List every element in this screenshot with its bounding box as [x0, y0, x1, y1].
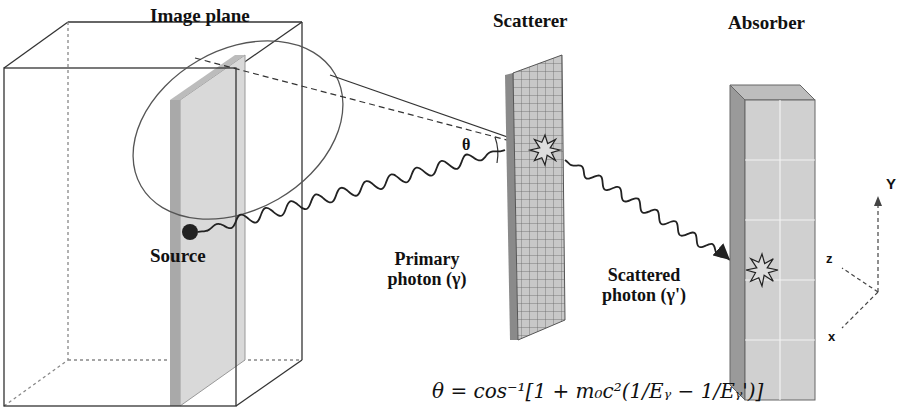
node-outline: [505, 55, 565, 340]
axis-label: x: [828, 330, 835, 344]
absorber-top: [730, 85, 815, 100]
absorber-front: [745, 100, 815, 400]
axis-label: z: [826, 252, 833, 266]
node-heading: Source: [150, 246, 206, 267]
absorber-side: [730, 85, 745, 400]
node-heading: Absorber: [728, 13, 805, 34]
axis-label: Y: [886, 176, 896, 193]
compton-formula: θ = cos⁻¹[1 + m₀c²(1/Eᵧ − 1/Eᵧ')]: [432, 380, 763, 402]
source-dot: [182, 224, 198, 240]
image-plane-label: Image plane: [150, 6, 250, 27]
node-outline: [182, 224, 198, 240]
photon-path: [198, 150, 505, 232]
source-dot: Source: [182, 224, 198, 240]
node-outline: [730, 85, 815, 400]
interaction-burst: [530, 135, 560, 165]
scatterer-detector: Scatterer: [505, 55, 565, 340]
absorption-burst: [746, 254, 778, 286]
angle-symbol: θ: [462, 136, 470, 154]
photon-label: Primary photon (γ): [372, 250, 482, 290]
absorber-detector: Absorber: [730, 85, 815, 400]
photon-label: Scattered photon (γ'): [588, 266, 700, 306]
scatterer-grid: [513, 55, 565, 340]
node-heading: Scatterer: [493, 11, 568, 32]
photon-path: [565, 160, 730, 260]
